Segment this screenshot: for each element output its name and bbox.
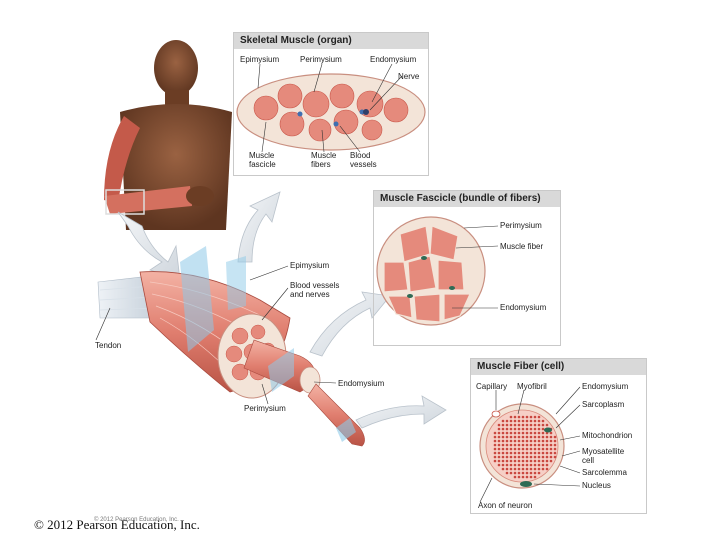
fiber-extension — [307, 383, 365, 447]
main-label-endomysium: Endomysium — [338, 379, 385, 388]
fascicle-cross-section — [376, 216, 486, 326]
arrow-to-fiber — [355, 395, 447, 429]
section-plane-3 — [268, 348, 294, 392]
fiber-panel-title: Muscle Fiber (cell) — [471, 359, 646, 375]
fiber-label-sarcoplasm: Sarcoplasm — [582, 400, 625, 409]
arrow-to-fascicle — [309, 291, 391, 357]
fiber-label-myofibril: Myofibril — [517, 382, 547, 391]
organ-label-perimysium: Perimysium — [300, 55, 342, 64]
fiber-label-myosatellite: Myosatellite cell — [582, 447, 625, 465]
organ-cross-section — [236, 73, 426, 151]
fascicle-label-fiber: Muscle fiber — [500, 242, 544, 251]
arrow-to-organ — [237, 191, 281, 263]
organ-label-endomysium: Endomysium — [370, 55, 417, 64]
fascicle-label-endomysium: Endomysium — [500, 303, 547, 312]
main-label-tendon: Tendon — [95, 341, 122, 350]
copyright-footer: © 2012 Pearson Education, Inc. — [34, 517, 200, 532]
main-label-vessels: Blood vessels and nerves — [290, 281, 340, 299]
organ-label-nerve: Nerve — [398, 72, 420, 81]
organ-panel-title: Skeletal Muscle (organ) — [234, 33, 428, 49]
fascicle-panel-title: Muscle Fascicle (bundle of fibers) — [374, 191, 560, 207]
section-plane-1 — [180, 246, 214, 352]
fiber-label-endomysium: Endomysium — [582, 382, 629, 391]
organ-panel: Skeletal Muscle (organ) — [233, 32, 429, 176]
section-plane-2 — [226, 256, 246, 310]
organ-label-fascicle: Muscle fascicle — [249, 151, 276, 169]
main-label-perimysium: Perimysium — [244, 404, 286, 413]
fiber-label-sarcolemma: Sarcolemma — [582, 468, 627, 477]
fiber-label-axon: Axon of neuron — [478, 501, 533, 510]
man-figure — [104, 40, 232, 230]
fiber-cross-section — [479, 403, 565, 489]
organ-label-vessels: Blood vessels — [350, 151, 377, 169]
fiber-label-mitochondrion: Mitochondrion — [582, 431, 633, 440]
fascicle-panel: Muscle Fascicle (bundle of fibers) — [373, 190, 561, 346]
fiber-panel: Muscle Fiber (cell) — [470, 358, 647, 514]
small-copyright: © 2012 Pearson Education, Inc. — [94, 517, 179, 523]
fiber-label-nucleus: Nucleus — [582, 481, 611, 490]
fiber-label-capillary: Capillary — [476, 382, 508, 391]
main-label-epimysium: Epimysium — [290, 261, 330, 270]
organ-label-fibers: Muscle fibers — [311, 151, 337, 169]
fascicle-label-perimysium: Perimysium — [500, 221, 542, 230]
section-plane-4 — [336, 418, 356, 442]
organ-label-epimysium: Epimysium — [240, 55, 280, 64]
